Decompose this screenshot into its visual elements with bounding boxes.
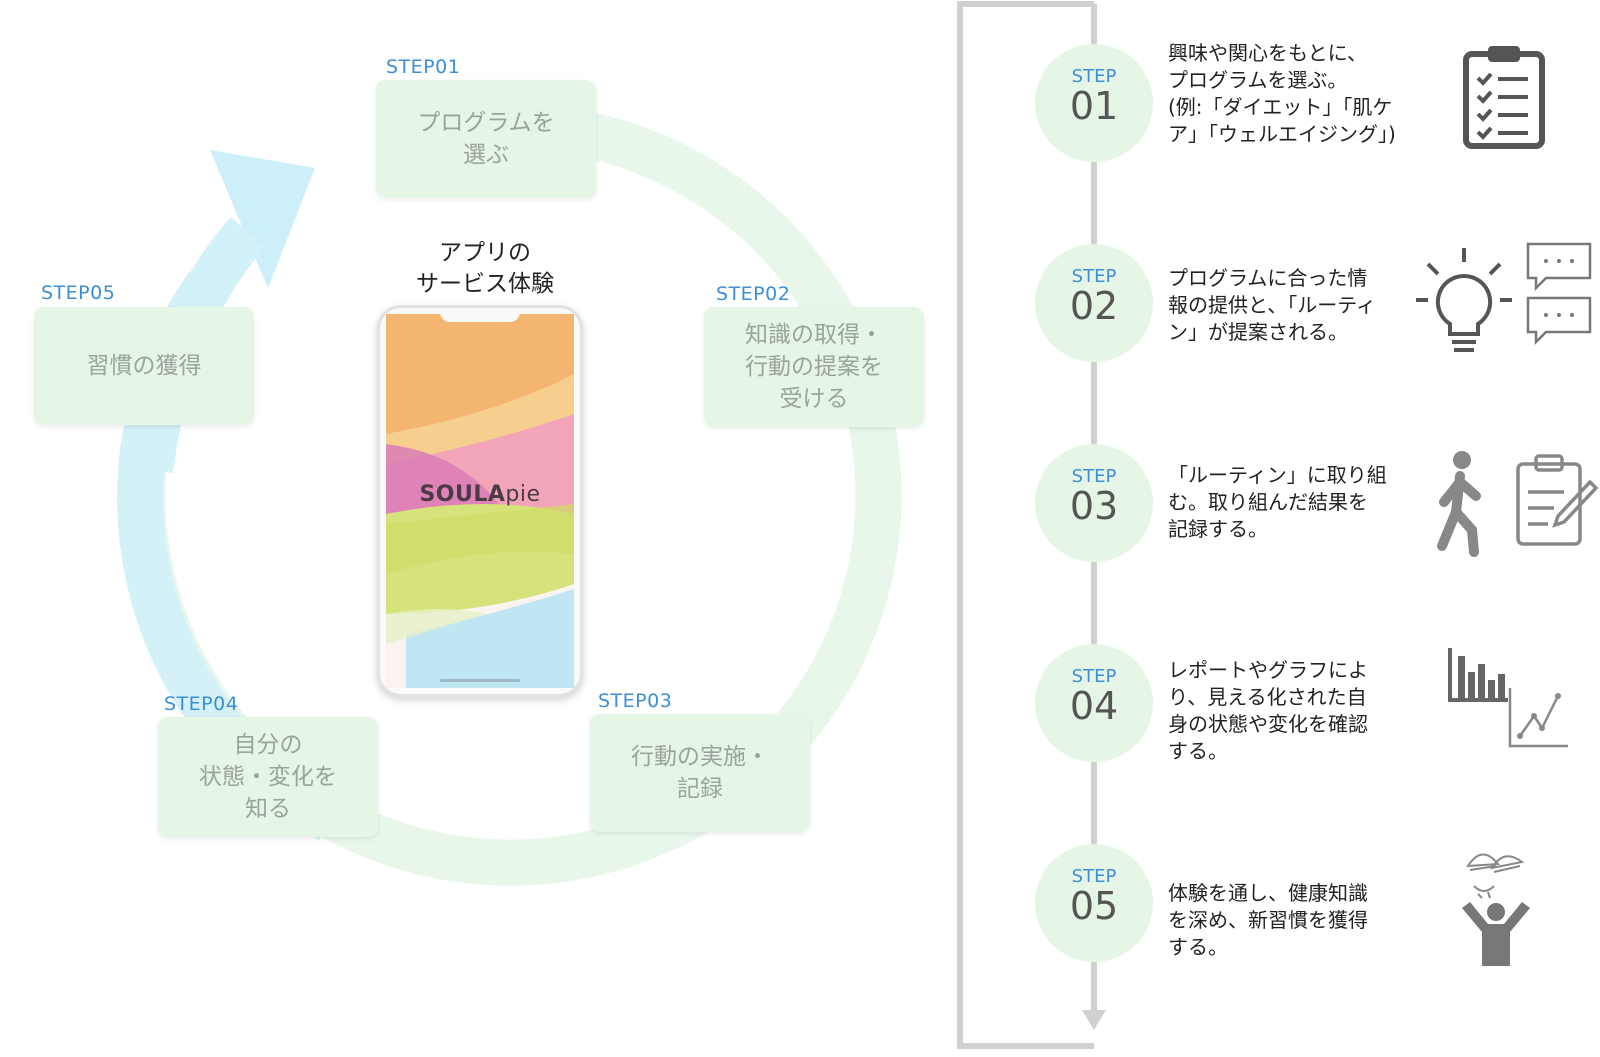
walking-person-icon	[1437, 451, 1481, 557]
cycle-step-label-03: STEP03	[598, 690, 673, 712]
flow-step-text-02: プログラムに合った情 報の提供と、「ルーティ ン」が提案される。	[1168, 266, 1376, 344]
cycle-step-box-03: 行動の実施・ 記録	[590, 714, 810, 832]
phone-screen-art	[386, 314, 574, 688]
cycle-step-label-01: STEP01	[386, 56, 461, 78]
speech-bubble-icon	[1526, 242, 1592, 346]
cycle-step-label-05: STEP05	[41, 282, 116, 304]
cycle-step-box-05: 習慣の獲得	[34, 307, 254, 425]
flow-step-num-02: 02	[1069, 284, 1119, 328]
flow-step-text-01: 興味や関心をもとに、 プログラムを選ぶ。 (例:「ダイエット」「肌ケ ア」「ウェ…	[1168, 41, 1396, 146]
cycle-step-box-04: 自分の 状態・変化を 知る	[158, 717, 378, 837]
flow-step-word-05: STEP	[1071, 866, 1117, 887]
lightbulb-icon	[1416, 248, 1512, 352]
phone-home-bar	[440, 679, 520, 682]
celebrating-person-icon	[1462, 853, 1530, 966]
flow-step-num-04: 04	[1069, 684, 1119, 728]
cycle-step-label-04: STEP04	[164, 693, 239, 715]
flow-step-num-01: 01	[1069, 84, 1119, 128]
flow-step-num-03: 03	[1069, 484, 1119, 528]
cycle-step-label-02: STEP02	[716, 283, 791, 305]
line-chart-icon	[1508, 688, 1568, 748]
flow-step-text-05: 体験を通し、健康知識 を深め、新習慣を獲得 する。	[1168, 881, 1368, 959]
center-title: アプリの サービス体験	[416, 240, 554, 297]
flow-step-word-04: STEP	[1071, 666, 1117, 687]
cycle-step-box-01: プログラムを 選ぶ	[376, 80, 596, 198]
flow-step-word-01: STEP	[1071, 66, 1117, 87]
flow-step-circle-04	[1035, 644, 1153, 762]
cycle-step-box-02: 知識の取得・ 行動の提案を 受ける	[704, 307, 924, 427]
flow-step-circle-05	[1035, 844, 1153, 962]
flow-step-text-04: レポートやグラフによ り、見える化された自 身の状態や変化を確認 する。	[1168, 658, 1368, 763]
bar-chart-icon	[1448, 648, 1508, 702]
flow-arrow-down	[1082, 1010, 1106, 1030]
clipboard-checklist-icon	[1463, 46, 1545, 149]
flow-step-circle-01	[1035, 44, 1153, 162]
flow-step-circle-03	[1035, 444, 1153, 562]
flow-step-word-03: STEP	[1071, 466, 1117, 487]
flow-step-text-03: 「ルーティン」に取り組 む。取り組んだ結果を 記録する。	[1168, 463, 1387, 541]
flow-step-circle-02	[1035, 244, 1153, 362]
flow-step-num-05: 05	[1069, 884, 1119, 928]
flow-step-word-02: STEP	[1071, 266, 1117, 287]
cycle-arrow-head	[210, 150, 315, 288]
notepad-pen-icon	[1516, 454, 1598, 546]
phone-mockup: SOULApie	[377, 305, 583, 697]
app-logo: SOULApie	[419, 482, 541, 507]
